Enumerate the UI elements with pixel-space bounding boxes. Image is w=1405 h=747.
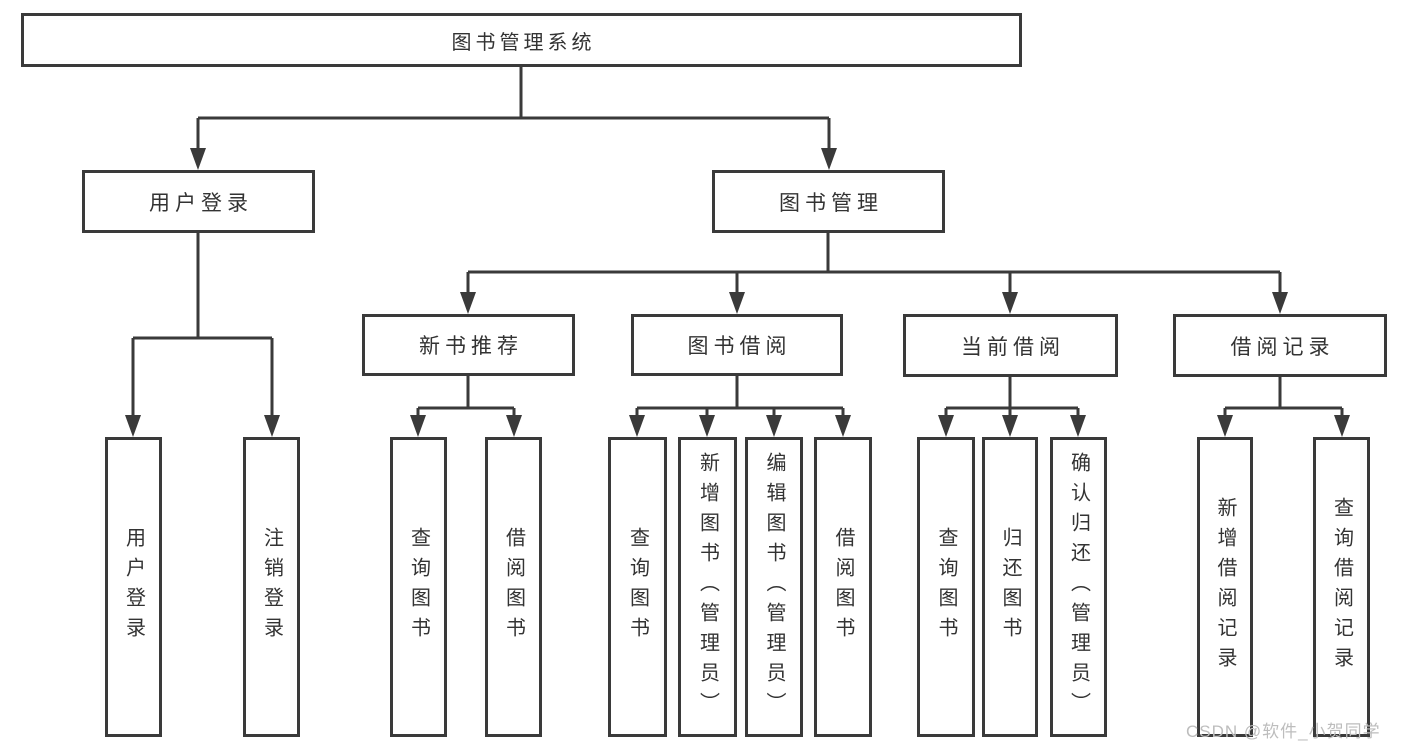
leaf-confirm-return-admin-label: 确认归还（管理员） bbox=[1067, 452, 1090, 722]
leaf-query-books-1-label: 查询图书 bbox=[407, 527, 430, 647]
node-library-management-system: 图书管理系统 bbox=[21, 13, 1022, 67]
connector-bookmgmt-to-level3 bbox=[466, 233, 1282, 295]
leaf-return-books: 归还图书 bbox=[982, 437, 1038, 737]
csdn-watermark: CSDN @软件_小贺同学 bbox=[1186, 722, 1381, 741]
node-user-login: 用户登录 bbox=[82, 170, 315, 233]
leaf-user-login: 用户登录 bbox=[105, 437, 162, 737]
node-borrowing-records: 借阅记录 bbox=[1173, 314, 1387, 377]
leaf-add-borrow-record: 新增借阅记录 bbox=[1197, 437, 1253, 737]
leaf-user-login-label: 用户登录 bbox=[122, 527, 145, 647]
leaf-add-book-admin-label: 新增图书（管理员） bbox=[696, 452, 719, 722]
leaf-query-books-2-label: 查询图书 bbox=[626, 527, 649, 647]
leaf-query-books-3: 查询图书 bbox=[917, 437, 975, 737]
connector-userlogin-to-leaves bbox=[131, 233, 274, 418]
leaf-borrow-books-1-label: 借阅图书 bbox=[502, 527, 525, 647]
node-book-management: 图书管理 bbox=[712, 170, 945, 233]
leaf-query-books-2: 查询图书 bbox=[608, 437, 667, 737]
connector-newbook-to-leaves bbox=[416, 376, 516, 418]
leaf-borrow-books-1: 借阅图书 bbox=[485, 437, 542, 737]
leaf-add-borrow-record-label: 新增借阅记录 bbox=[1214, 497, 1236, 677]
leaf-borrow-books-2: 借阅图书 bbox=[814, 437, 872, 737]
leaf-edit-book-admin-label: 编辑图书（管理员） bbox=[763, 452, 785, 722]
leaf-add-book-admin: 新增图书（管理员） bbox=[678, 437, 737, 737]
leaf-return-books-label: 归还图书 bbox=[999, 527, 1021, 647]
leaf-borrow-books-2-label: 借阅图书 bbox=[832, 527, 854, 647]
leaf-query-borrow-record-label: 查询借阅记录 bbox=[1330, 497, 1353, 677]
leaf-logout-label: 注销登录 bbox=[260, 527, 283, 647]
leaf-query-books-1: 查询图书 bbox=[390, 437, 447, 737]
leaf-edit-book-admin: 编辑图书（管理员） bbox=[745, 437, 803, 737]
node-book-borrowing: 图书借阅 bbox=[631, 314, 843, 376]
node-new-book-recommendation: 新书推荐 bbox=[362, 314, 575, 376]
connector-root-to-level2 bbox=[196, 67, 831, 150]
leaf-logout: 注销登录 bbox=[243, 437, 300, 737]
leaf-query-borrow-record: 查询借阅记录 bbox=[1313, 437, 1370, 737]
leaf-query-books-3-label: 查询图书 bbox=[935, 527, 957, 647]
connector-current-to-leaves bbox=[944, 377, 1080, 418]
connector-borrowing-to-leaves bbox=[635, 376, 845, 418]
connector-records-to-leaves bbox=[1223, 377, 1344, 418]
leaf-confirm-return-admin: 确认归还（管理员） bbox=[1050, 437, 1107, 737]
node-current-borrowing: 当前借阅 bbox=[903, 314, 1118, 377]
